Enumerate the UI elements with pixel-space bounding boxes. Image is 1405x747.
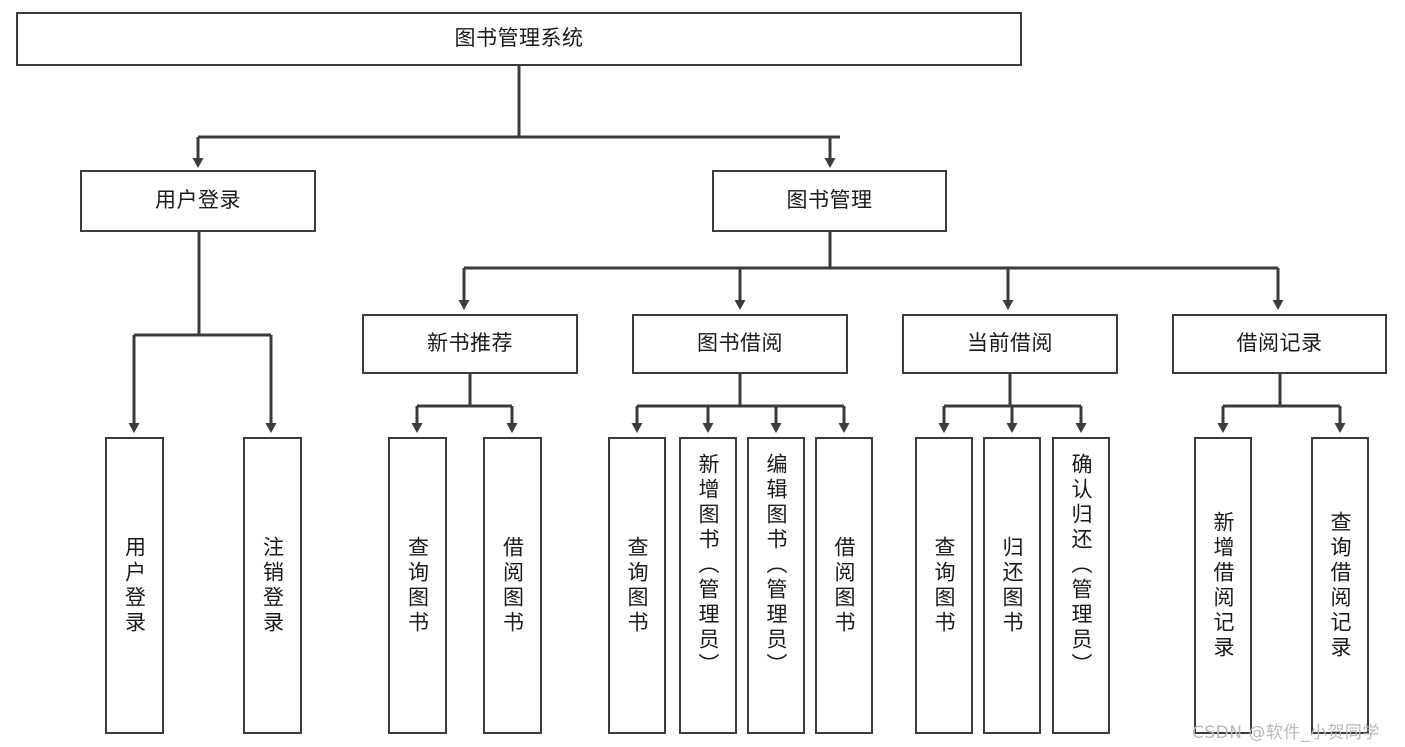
node-borrow-record-label: 借阅记录 [1236, 331, 1323, 356]
node-leaf-return-book-label: 归还图书 [1000, 535, 1025, 636]
node-current-borrow-label: 当前借阅 [967, 331, 1053, 356]
node-leaf-borrow-book-rec-label: 借阅图书 [500, 535, 525, 636]
node-leaf-confirm-return[interactable]: 确认归还（管理员） [1052, 437, 1110, 734]
node-user-login-label: 用户登录 [155, 188, 241, 213]
node-leaf-query-book-cur-label: 查询图书 [932, 535, 957, 636]
node-user-login[interactable]: 用户登录 [80, 170, 316, 232]
watermark: CSDN @软件_小贺同学 [1192, 723, 1380, 743]
node-leaf-query-record[interactable]: 查询借阅记录 [1311, 437, 1369, 734]
node-book-borrow-label: 图书借阅 [697, 331, 783, 356]
node-new-book-rec-label: 新书推荐 [427, 331, 513, 356]
node-leaf-edit-book[interactable]: 编辑图书（管理员） [747, 437, 805, 734]
node-leaf-query-book-rec-label: 查询图书 [405, 535, 430, 636]
node-new-book-rec[interactable]: 新书推荐 [362, 314, 578, 374]
node-leaf-add-book-label: 新增图书（管理员） [696, 453, 721, 678]
node-leaf-logout[interactable]: 注销登录 [243, 437, 302, 734]
node-leaf-logout-label: 注销登录 [260, 535, 285, 636]
node-root-label: 图书管理系统 [454, 26, 584, 51]
node-leaf-query-book-borrow[interactable]: 查询图书 [608, 437, 666, 734]
node-root[interactable]: 图书管理系统 [16, 12, 1022, 66]
node-leaf-add-record[interactable]: 新增借阅记录 [1194, 437, 1252, 734]
node-leaf-user-login-label: 用户登录 [122, 535, 147, 636]
node-current-borrow[interactable]: 当前借阅 [902, 314, 1118, 374]
node-borrow-record[interactable]: 借阅记录 [1172, 314, 1387, 374]
node-book-manage[interactable]: 图书管理 [712, 170, 947, 232]
node-leaf-borrow-book-rec[interactable]: 借阅图书 [483, 437, 542, 734]
node-book-borrow[interactable]: 图书借阅 [632, 314, 848, 374]
node-leaf-add-record-label: 新增借阅记录 [1211, 510, 1236, 661]
node-book-manage-label: 图书管理 [786, 188, 873, 213]
node-leaf-query-record-label: 查询借阅记录 [1328, 510, 1353, 661]
node-leaf-borrow-book[interactable]: 借阅图书 [815, 437, 873, 734]
node-leaf-add-book[interactable]: 新增图书（管理员） [679, 437, 737, 734]
node-leaf-query-book-borrow-label: 查询图书 [625, 535, 650, 636]
node-leaf-query-book-rec[interactable]: 查询图书 [388, 437, 447, 734]
node-leaf-confirm-return-label: 确认归还（管理员） [1069, 453, 1094, 678]
node-leaf-return-book[interactable]: 归还图书 [983, 437, 1041, 734]
node-leaf-edit-book-label: 编辑图书（管理员） [764, 453, 789, 678]
node-leaf-query-book-cur[interactable]: 查询图书 [915, 437, 973, 734]
node-leaf-borrow-book-label: 借阅图书 [832, 535, 857, 636]
node-leaf-user-login[interactable]: 用户登录 [105, 437, 164, 734]
